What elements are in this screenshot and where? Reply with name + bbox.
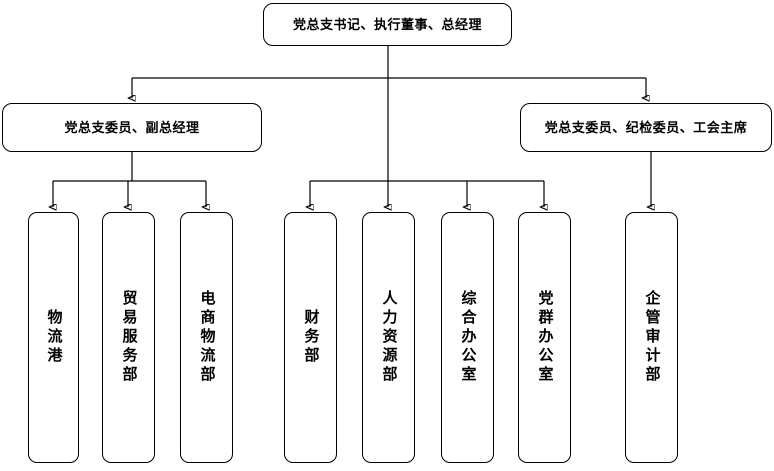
node-dept-ecommerce-logistics-label: 电商物流部 — [198, 290, 216, 385]
node-dept-logistics-port-label: 物流港 — [45, 309, 63, 366]
node-dept-trade-service[interactable]: 贸易服务部 — [102, 212, 155, 463]
node-dept-logistics-port[interactable]: 物流港 — [28, 212, 79, 463]
node-top-leader-label: 党总支书记、执行董事、总经理 — [292, 16, 482, 32]
node-discipline-union-label: 党总支委员、纪检委员、工会主席 — [544, 119, 748, 135]
node-top-leader[interactable]: 党总支书记、执行董事、总经理 — [263, 3, 512, 46]
node-dept-finance-label: 财务部 — [302, 309, 320, 366]
node-dept-general-office-label: 综合办公室 — [459, 290, 477, 385]
node-discipline-union[interactable]: 党总支委员、纪检委员、工会主席 — [520, 103, 772, 152]
node-dept-ecommerce-logistics[interactable]: 电商物流部 — [180, 212, 233, 463]
node-dept-party-mass-office[interactable]: 党群办公室 — [518, 212, 571, 463]
node-dept-enterprise-audit[interactable]: 企管审计部 — [625, 212, 678, 463]
node-deputy-gm[interactable]: 党总支委员、副总经理 — [2, 103, 262, 152]
node-dept-trade-service-label: 贸易服务部 — [120, 290, 138, 385]
node-dept-human-resources-label: 人力资源部 — [380, 290, 398, 385]
node-dept-finance[interactable]: 财务部 — [284, 212, 337, 463]
node-dept-human-resources[interactable]: 人力资源部 — [362, 212, 415, 463]
node-deputy-gm-label: 党总支委员、副总经理 — [64, 119, 200, 135]
node-dept-enterprise-audit-label: 企管审计部 — [643, 290, 661, 385]
node-dept-general-office[interactable]: 综合办公室 — [441, 212, 494, 463]
node-dept-party-mass-office-label: 党群办公室 — [536, 290, 554, 385]
